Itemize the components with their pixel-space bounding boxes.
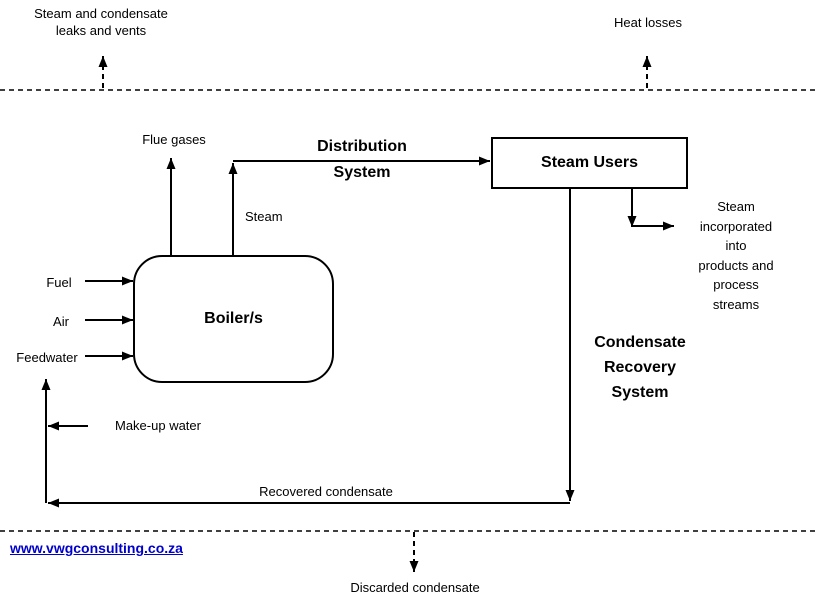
flue-gases-label: Flue gases: [142, 132, 206, 147]
fuel-label: Fuel: [46, 275, 72, 290]
distribution-system-label: Distribution System: [317, 138, 407, 181]
leaks-vents-label: Steam and condensate leaks and vents: [34, 6, 168, 38]
air-label: Air: [53, 314, 69, 329]
makeup-water-label: Make-up water: [115, 418, 201, 433]
condensate-recovery-label: Condensate Recovery System: [594, 334, 686, 401]
steam-label: Steam: [245, 209, 283, 224]
heat-losses-label: Heat losses: [614, 15, 682, 30]
steam-users-box: [491, 137, 688, 189]
discarded-condensate-label: Discarded condensate: [350, 580, 480, 595]
feedwater-label: Feedwater: [16, 350, 78, 365]
steam-incorporated-label: Steam incorporated into products and pro…: [698, 199, 774, 312]
boiler-label: Boiler/s: [204, 310, 263, 327]
recovered-condensate-label: Recovered condensate: [259, 484, 393, 499]
website-link[interactable]: www.vwgconsulting.co.za: [10, 540, 183, 556]
steam-users-label: Steam Users: [541, 154, 638, 171]
